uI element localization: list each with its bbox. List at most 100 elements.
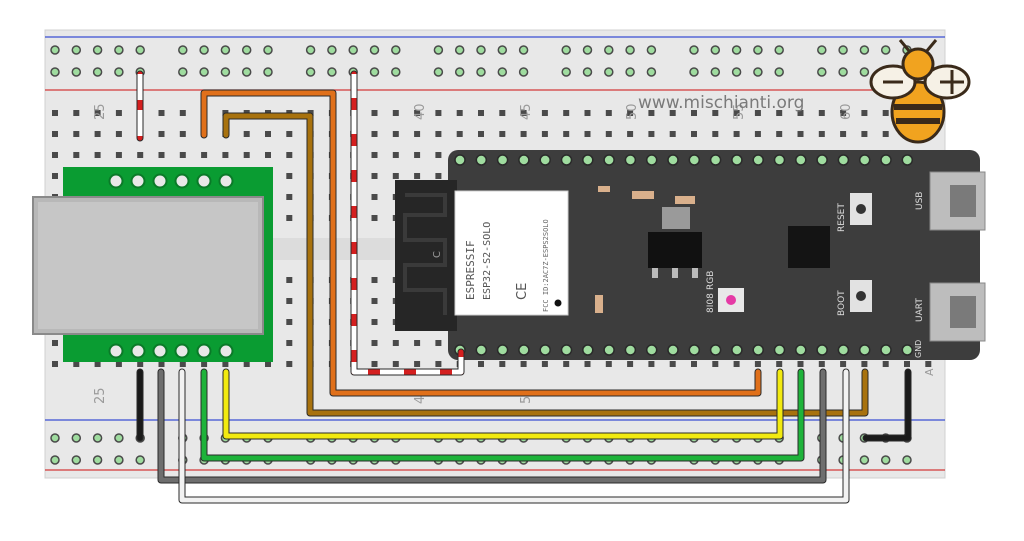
- rail-hole: [178, 67, 188, 77]
- hole: [94, 361, 101, 367]
- header-pin-bottom: [880, 344, 892, 356]
- hole: [584, 131, 591, 137]
- boot-label: BOOT: [837, 290, 847, 316]
- smd-part-1: [598, 186, 610, 192]
- header-pin-bottom: [731, 344, 743, 356]
- rail-hole: [241, 45, 252, 55]
- header-pin-top: [858, 154, 871, 166]
- hole: [712, 131, 719, 137]
- hole: [392, 152, 399, 158]
- hole: [414, 152, 421, 158]
- hole: [371, 215, 378, 221]
- hole: [222, 152, 229, 158]
- breakout-pin-bottom: [218, 343, 234, 359]
- hole: [179, 131, 186, 137]
- module-model: ESP32-S2-SOLO: [482, 222, 493, 300]
- hole: [137, 361, 144, 367]
- hole: [584, 361, 591, 367]
- rail-hole: [817, 45, 827, 55]
- hole: [286, 131, 293, 137]
- hole: [179, 152, 186, 158]
- rail-hole: [71, 433, 82, 443]
- antenna-trace: [403, 193, 447, 315]
- hole: [861, 361, 868, 367]
- hole: [520, 361, 527, 367]
- reset-button-knob[interactable]: [856, 204, 866, 214]
- rail-hole: [561, 67, 571, 77]
- rail-hole: [838, 45, 848, 55]
- hole: [414, 110, 421, 116]
- hole: [882, 131, 889, 137]
- devkit-pins: [454, 154, 914, 356]
- wire-red-long-stripe: [351, 74, 464, 375]
- hole: [797, 131, 804, 137]
- rail-hole: [220, 67, 231, 77]
- hole: [818, 361, 825, 367]
- hole: [158, 152, 165, 158]
- header-pin-top: [688, 154, 701, 166]
- header-pin-top: [901, 154, 914, 166]
- rail-hole: [71, 45, 82, 55]
- rail-hole: [348, 45, 358, 55]
- hole: [73, 152, 80, 158]
- rail-hole: [774, 45, 784, 55]
- header-pin-top: [795, 154, 807, 166]
- hole: [456, 131, 463, 137]
- rail-hole: [433, 45, 444, 55]
- rail-hole: [92, 45, 103, 55]
- header-pin-top: [667, 154, 679, 166]
- rail-hole: [710, 67, 721, 77]
- esp32-devkit-board: [448, 150, 980, 360]
- hole: [648, 131, 655, 137]
- breakout-pin-bottom: [152, 343, 168, 359]
- hole: [754, 361, 761, 367]
- hole: [243, 361, 250, 367]
- col-number-bottom-5: 5: [519, 396, 534, 404]
- rail-hole: [859, 67, 870, 77]
- hole: [925, 361, 932, 367]
- header-pin-top: [731, 154, 743, 166]
- boot-button-knob[interactable]: [856, 291, 866, 301]
- hole: [286, 361, 293, 367]
- hole: [605, 131, 612, 137]
- wire-white: [179, 369, 849, 503]
- rail-hole: [50, 67, 60, 77]
- breakout-pin-top: [174, 173, 190, 189]
- hole: [776, 131, 783, 137]
- hole: [179, 110, 186, 116]
- rail-hole: [178, 45, 188, 55]
- hole: [52, 110, 58, 116]
- rail-hole: [241, 67, 252, 77]
- esp-module-plate: [454, 190, 569, 316]
- rail-hole: [731, 67, 742, 77]
- hole: [840, 361, 847, 367]
- hole: [52, 361, 58, 367]
- breakout-pin-top: [218, 173, 234, 189]
- header-pin-bottom: [837, 344, 850, 356]
- module-dot: [554, 299, 562, 307]
- hole: [733, 131, 740, 137]
- col-number-50: 50: [625, 103, 640, 120]
- wire-yellow: [223, 369, 783, 439]
- rail-hole: [476, 45, 486, 55]
- rail-hole: [476, 67, 486, 77]
- header-pin-top: [880, 154, 892, 166]
- regulator-chip: [648, 232, 702, 268]
- rail-hole: [604, 45, 614, 55]
- header-pin-top: [709, 154, 722, 166]
- header-pin-top: [560, 154, 573, 166]
- hole: [882, 110, 889, 116]
- hole: [669, 361, 676, 367]
- rail-hole: [369, 67, 380, 77]
- hole: [478, 110, 484, 116]
- module-brand: ESPRESSIF: [464, 240, 477, 300]
- rail-hole: [518, 67, 529, 77]
- rail-hole: [433, 67, 444, 77]
- rail-hole: [92, 433, 103, 443]
- hole: [201, 361, 208, 367]
- rgb-label: RGB: [706, 271, 716, 290]
- rail-hole: [838, 67, 848, 77]
- rail-hole: [497, 67, 508, 77]
- hole: [286, 152, 293, 158]
- rail-hole: [369, 45, 380, 55]
